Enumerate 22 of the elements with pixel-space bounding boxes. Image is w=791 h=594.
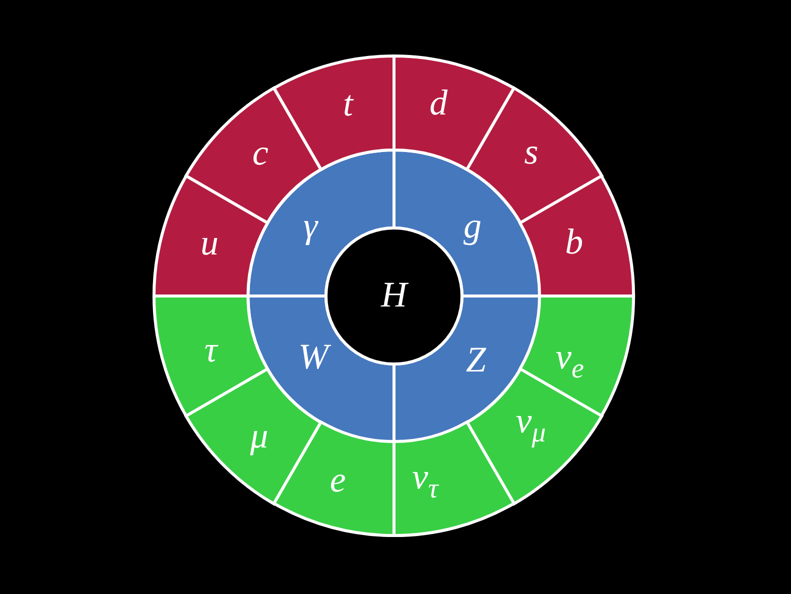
ring-segment — [184, 367, 323, 506]
particle-symbol: μ — [250, 414, 268, 456]
particle-symbol: γ — [303, 205, 318, 247]
particle-symbol: t — [343, 84, 353, 126]
ring-segment — [392, 54, 516, 172]
particle-symbol: d — [430, 82, 448, 124]
particle-symbol: W — [298, 336, 328, 378]
particle-symbol: H — [381, 274, 407, 316]
particle-symbol: e — [330, 458, 346, 500]
ring-segment — [392, 420, 516, 538]
particle-symbol: g — [464, 206, 482, 247]
particle-symbol: ν$_{τ}$ — [412, 456, 438, 504]
particle-symbol: τ — [204, 329, 218, 371]
particle-symbol: ν$_{μ}$ — [516, 400, 546, 448]
particle-symbol: b — [565, 221, 584, 263]
particle-symbol: s — [524, 131, 538, 173]
particle-symbol: Z — [466, 339, 486, 381]
ring-segment — [152, 294, 270, 418]
particle-symbol: u — [200, 222, 218, 264]
ring-segment — [518, 294, 636, 418]
particle-symbol: ν$_{e}$ — [556, 336, 584, 384]
particle-symbol: c — [252, 132, 268, 174]
